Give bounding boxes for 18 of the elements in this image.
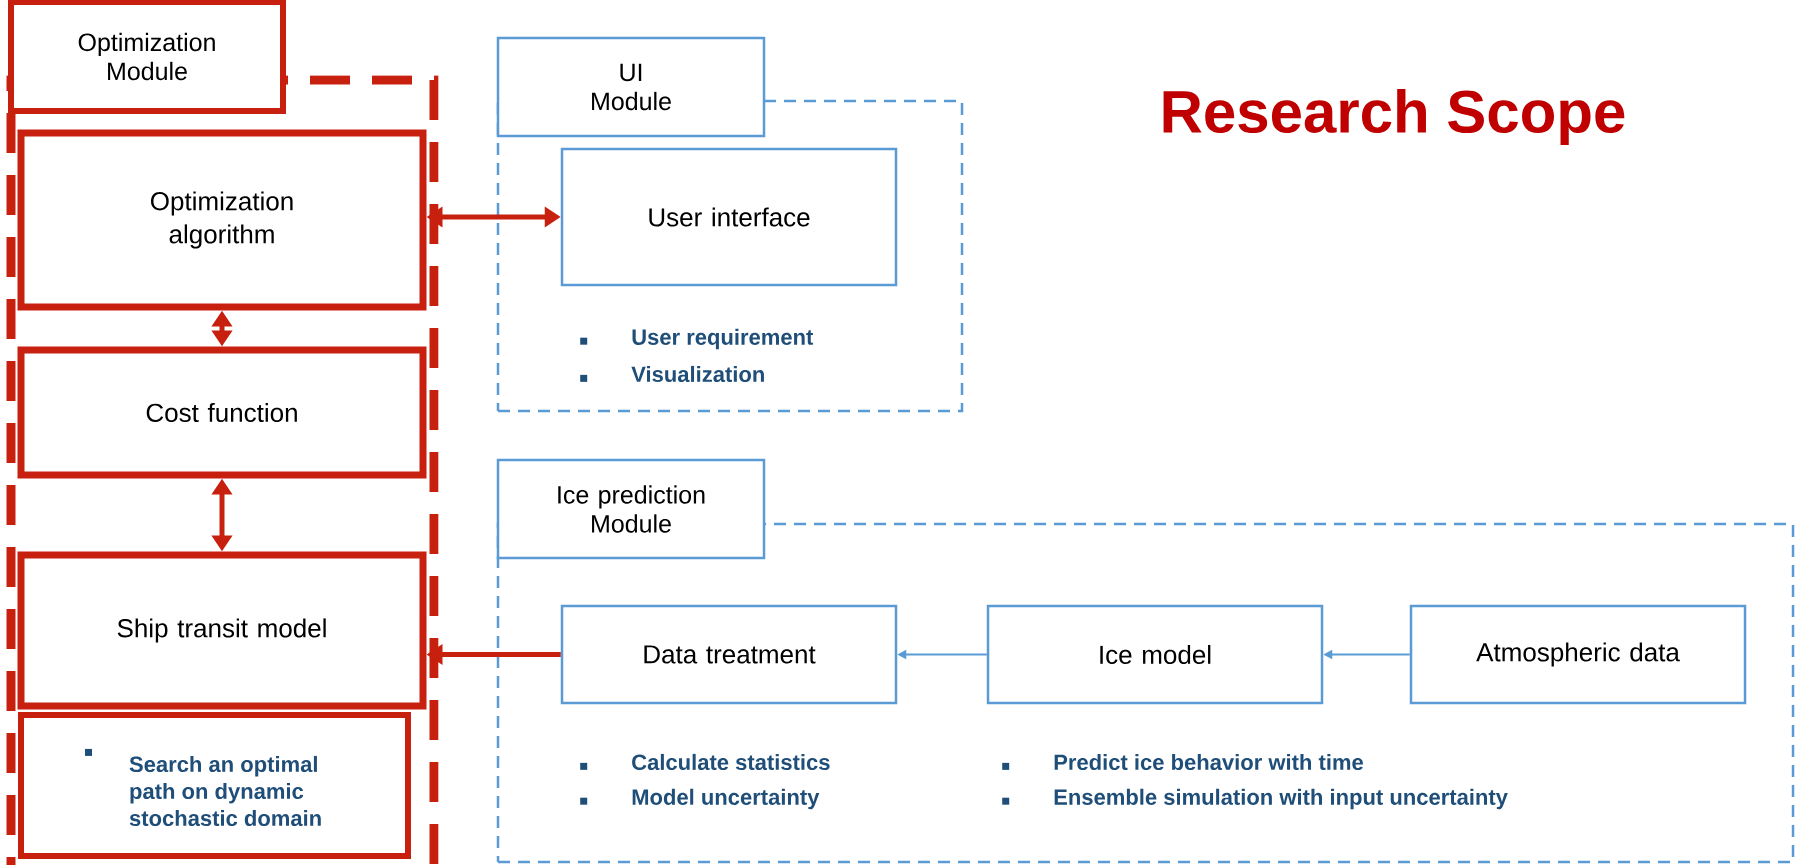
process-box: Search an optimal path on dynamic stochastic domain xyxy=(18,712,411,859)
process-box: Ship transit model xyxy=(17,551,427,710)
bullet-item: Model uncertainty xyxy=(580,788,820,810)
module-label: Optimization Module xyxy=(8,0,286,114)
process-box: Cost function xyxy=(17,346,427,479)
bullet-item: Visualization xyxy=(580,365,764,383)
process-box: Atmospheric data xyxy=(1409,604,1747,705)
process-box: Optimization algorithm xyxy=(17,129,427,311)
bullet-item: User requirement xyxy=(580,328,814,350)
bullet-item: Predict ice behavior with time xyxy=(1002,753,1363,771)
bullet-item: Ensemble simulation with input uncertainty xyxy=(1002,788,1508,810)
title: Research Scope xyxy=(1163,89,1625,145)
process-box: Ice model xyxy=(986,604,1324,705)
process-box: Data treatment xyxy=(560,604,898,705)
module-label: UI Module xyxy=(496,36,766,138)
bullet-item: Calculate statistics xyxy=(580,753,830,771)
module-label: Ice prediction Module xyxy=(496,458,766,560)
process-box: User interface xyxy=(560,147,898,287)
